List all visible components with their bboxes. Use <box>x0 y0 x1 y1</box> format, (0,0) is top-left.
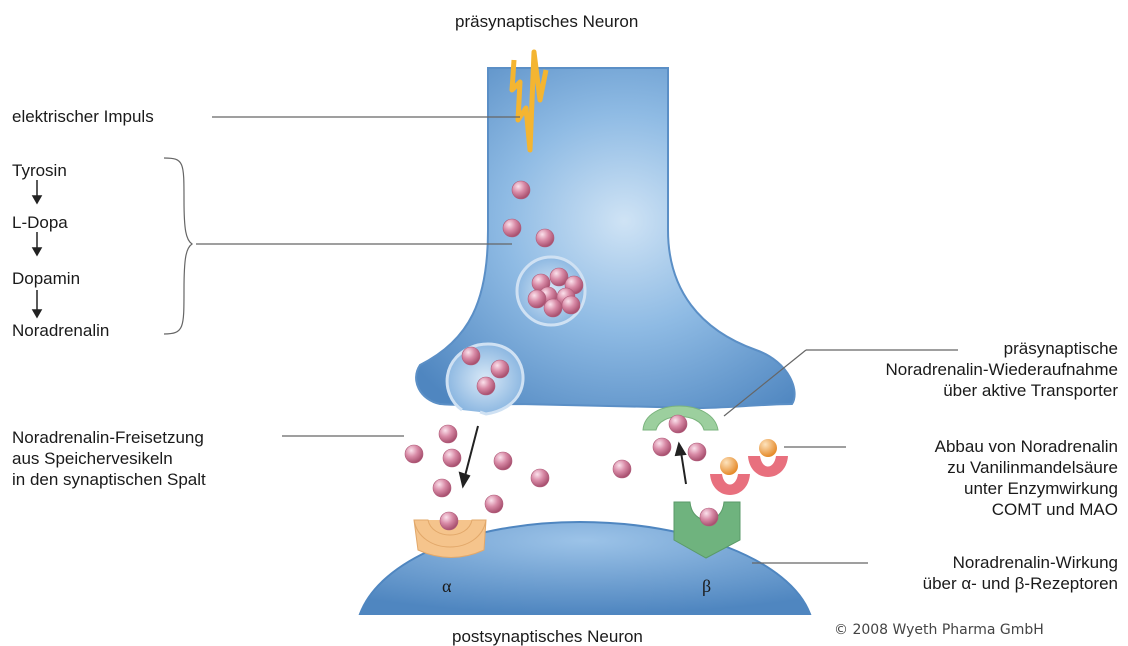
noradrenaline-molecule <box>494 452 512 470</box>
effect-line-2: über α- und β-Rezeptoren <box>923 573 1118 594</box>
effect-label: Noradrenalin-Wirkung über α- und β-Rezep… <box>923 552 1118 594</box>
breakdown-line-4: COMT und MAO <box>935 499 1118 520</box>
release-label: Noradrenalin-Freisetzung aus Speicherves… <box>12 427 206 490</box>
presynaptic-neuron-label: präsynaptisches Neuron <box>455 11 638 32</box>
noradrenaline-molecule <box>491 360 509 378</box>
synthesis-arrows <box>33 180 41 317</box>
noradrenaline-molecule <box>503 219 521 237</box>
reuptake-line-3: über aktive Transporter <box>886 380 1118 401</box>
noradrenaline-molecule <box>669 415 687 433</box>
noradrenaline-molecule <box>512 181 530 199</box>
synthesis-step-tyrosin: Tyrosin <box>12 160 67 181</box>
noradrenaline-molecule <box>544 299 562 317</box>
noradrenaline-molecule <box>443 449 461 467</box>
reuptake-line-2: Noradrenalin-Wiederaufnahme <box>886 359 1118 380</box>
noradrenaline-molecule <box>462 347 480 365</box>
release-line-3: in den synaptischen Spalt <box>12 469 206 490</box>
noradrenaline-molecule <box>439 425 457 443</box>
alpha-receptor-label: α <box>442 576 451 597</box>
effect-line-1: Noradrenalin-Wirkung <box>923 552 1118 573</box>
enzymes <box>710 439 788 495</box>
synthesis-step-noradrenalin: Noradrenalin <box>12 320 109 341</box>
noradrenaline-molecule <box>485 495 503 513</box>
enzyme-substrate <box>759 439 777 457</box>
postsynaptic-neuron-label: postsynaptisches Neuron <box>452 626 643 646</box>
noradrenaline-molecule <box>562 296 580 314</box>
noradrenaline-molecule <box>477 377 495 395</box>
release-line-1: Noradrenalin-Freisetzung <box>12 427 206 448</box>
breakdown-line-2: zu Vanilinmandelsäure <box>935 457 1118 478</box>
noradrenaline-molecule <box>688 443 706 461</box>
reuptake-line-1: präsynaptische <box>886 338 1118 359</box>
synthesis-step-ldopa: L-Dopa <box>12 212 68 233</box>
copyright-notice: © 2008 Wyeth Pharma GmbH <box>834 622 1044 638</box>
release-line-2: aus Speichervesikeln <box>12 448 206 469</box>
breakdown-line-1: Abbau von Noradrenalin <box>935 436 1118 457</box>
reuptake-label: präsynaptische Noradrenalin-Wiederaufnah… <box>886 338 1118 401</box>
cleft-arrows <box>460 426 686 486</box>
noradrenaline-molecule <box>653 438 671 456</box>
noradrenaline-molecule <box>528 290 546 308</box>
noradrenaline-molecule <box>440 512 458 530</box>
impulse-label: elektrischer Impuls <box>12 106 154 127</box>
noradrenaline-molecule <box>536 229 554 247</box>
breakdown-label: Abbau von Noradrenalin zu Vanilinmandels… <box>935 436 1118 520</box>
noradrenaline-molecule <box>405 445 423 463</box>
noradrenaline-molecule <box>433 479 451 497</box>
noradrenaline-molecule <box>531 469 549 487</box>
noradrenaline-molecule <box>613 460 631 478</box>
breakdown-line-3: unter Enzymwirkung <box>935 478 1118 499</box>
enzyme-substrate <box>720 457 738 475</box>
beta-receptor-label: β <box>702 576 711 597</box>
synthesis-step-dopamin: Dopamin <box>12 268 80 289</box>
noradrenaline-molecule <box>700 508 718 526</box>
